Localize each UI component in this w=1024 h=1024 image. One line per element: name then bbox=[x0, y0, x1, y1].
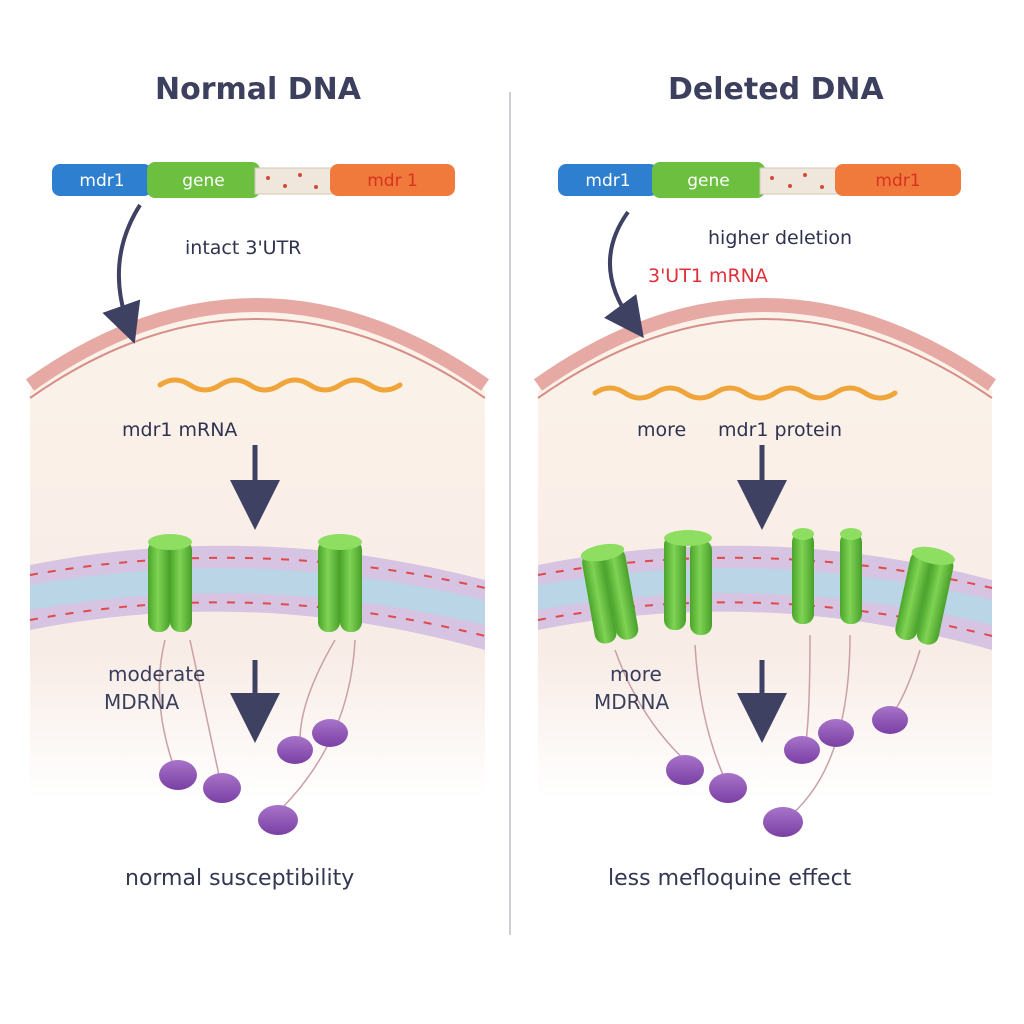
right-protein-pump bbox=[792, 528, 862, 624]
left-drug-molecule bbox=[159, 760, 197, 790]
right-protein-pump bbox=[895, 546, 955, 645]
left-panel-title: Normal DNA bbox=[155, 72, 361, 107]
right-panel-title: Deleted DNA bbox=[668, 72, 884, 107]
left-footer: normal susceptibility bbox=[125, 866, 355, 891]
left-gene-segment-3: mdr 1 bbox=[367, 171, 418, 191]
right-effect-line2: MDRNA bbox=[594, 690, 670, 714]
right-utr-label: 3'UT1 mRNA bbox=[648, 265, 768, 287]
right-drug-molecule bbox=[784, 736, 820, 764]
right-deletion-label: higher deletion bbox=[708, 227, 853, 249]
right-protein-pump bbox=[664, 530, 712, 635]
left-drug-molecule bbox=[203, 773, 241, 803]
left-mrna-label: mdr1 mRNA bbox=[122, 419, 238, 441]
right-drug-molecule bbox=[709, 773, 747, 803]
left-effect-line2: MDRNA bbox=[104, 690, 180, 714]
right-cell-wall bbox=[533, 298, 997, 391]
right-drug-molecule bbox=[818, 719, 854, 747]
right-drug-molecule bbox=[666, 755, 704, 785]
left-protein-pump bbox=[318, 534, 362, 632]
right-protein-label: mdr1 protein bbox=[718, 419, 843, 441]
right-drug-molecule bbox=[763, 807, 803, 837]
right-drug-molecule bbox=[872, 706, 908, 734]
right-protein-label-more: more bbox=[637, 419, 687, 441]
left-drug-molecule bbox=[277, 736, 313, 764]
left-drug-molecule bbox=[258, 805, 298, 835]
right-gene-bar bbox=[558, 162, 961, 198]
left-curved-arrow bbox=[102, 203, 142, 344]
left-protein-pump bbox=[148, 534, 192, 632]
left-drug-molecule bbox=[312, 719, 348, 747]
right-gene-segment-1: mdr1 bbox=[585, 171, 631, 191]
right-gene-segment-2: gene bbox=[687, 171, 730, 191]
left-gene-bar bbox=[52, 162, 455, 198]
right-curved-arrow bbox=[604, 210, 644, 339]
right-protein-pump bbox=[580, 543, 639, 644]
left-mrna-strand bbox=[157, 377, 403, 393]
left-gene-segment-2: gene bbox=[182, 171, 225, 191]
right-gene-segment-3: mdr1 bbox=[875, 171, 921, 191]
right-effect-line1: more bbox=[610, 662, 662, 686]
right-panel bbox=[533, 210, 997, 837]
left-effect-line1: moderate bbox=[108, 662, 206, 686]
left-cell-wall bbox=[25, 298, 489, 391]
left-utr-label: intact 3'UTR bbox=[185, 237, 302, 259]
right-mrna-strand bbox=[592, 385, 898, 401]
left-gene-segment-1: mdr1 bbox=[79, 171, 125, 191]
right-footer: less mefloquine effect bbox=[608, 866, 852, 891]
left-panel bbox=[25, 203, 489, 835]
